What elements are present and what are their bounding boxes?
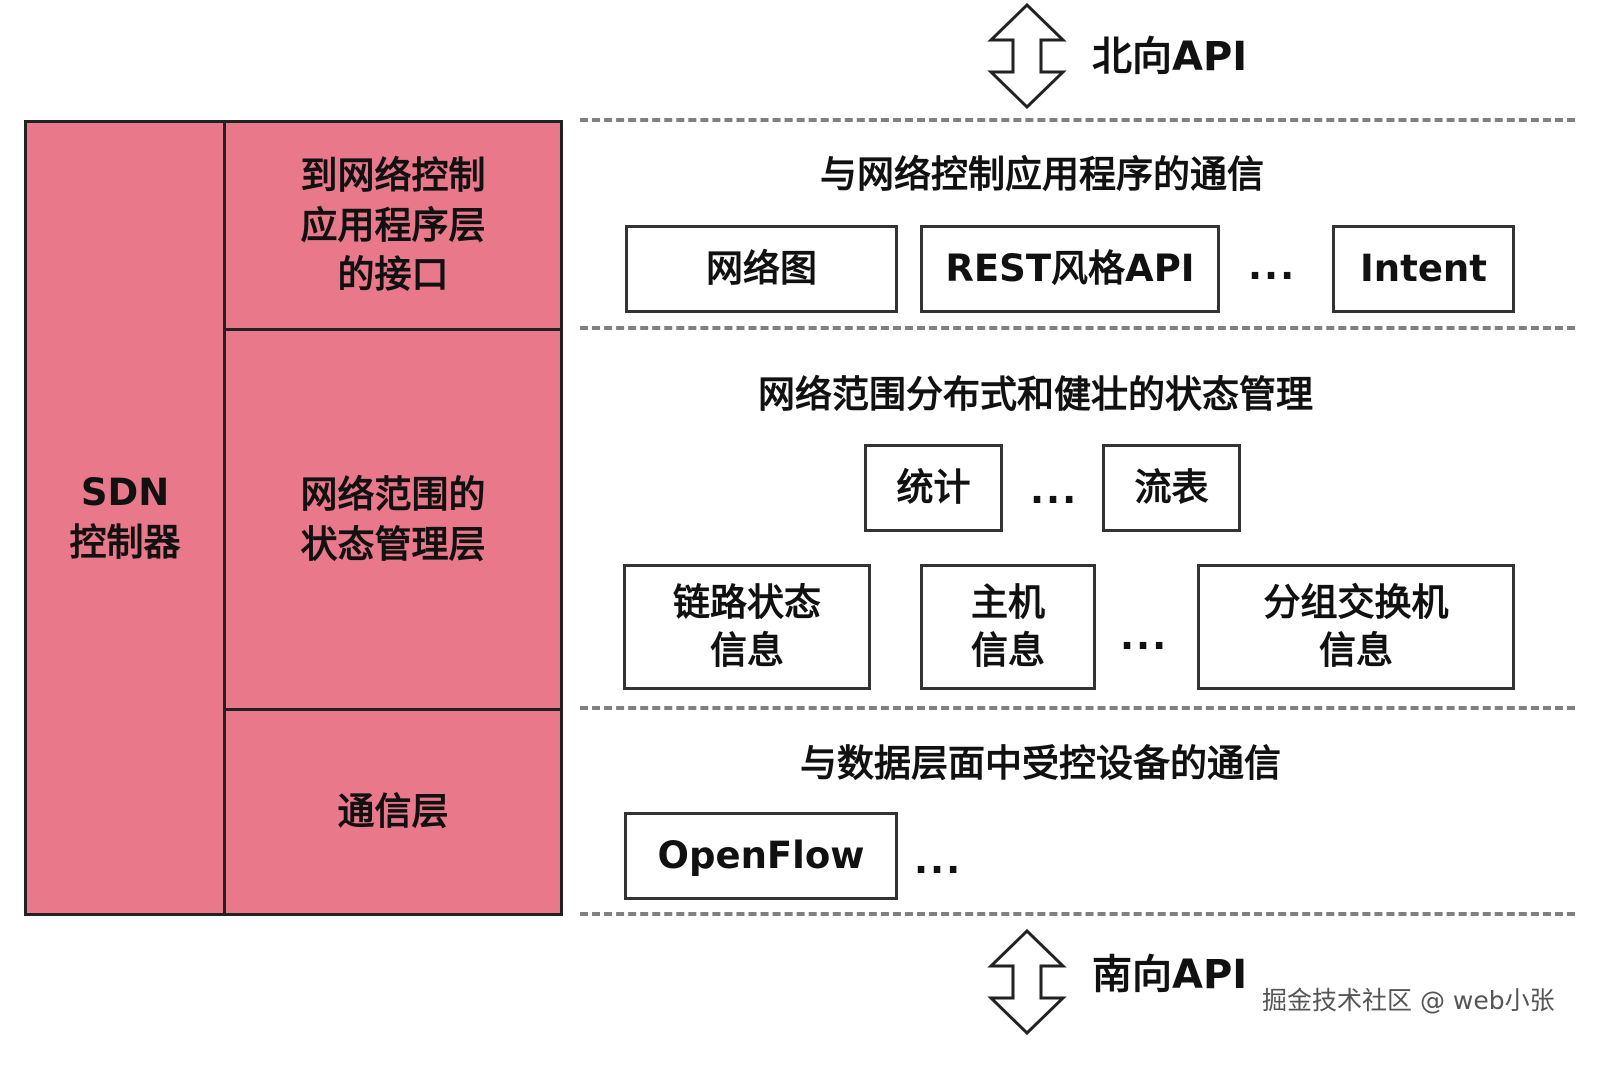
link-state-info-line2: 信息 bbox=[710, 629, 784, 672]
layer-interface-line3: 的接口 bbox=[337, 253, 449, 297]
layer-state-line2: 状态管理层 bbox=[300, 522, 486, 566]
statistics-label: 统计 bbox=[896, 465, 971, 509]
sdn-controller-title-line2: 控制器 bbox=[69, 521, 181, 564]
separator-bottom bbox=[580, 912, 1575, 916]
state-mgmt-title: 网络范围分布式和健壮的状态管理 bbox=[758, 373, 1313, 416]
layer-state-line1: 网络范围的 bbox=[300, 472, 486, 516]
rest-api-box: REST风格API bbox=[920, 225, 1220, 313]
packet-switch-info-line1: 分组交换机 bbox=[1263, 580, 1449, 624]
host-info-line1: 主机 bbox=[971, 580, 1045, 624]
packet-switch-info-line2: 信息 bbox=[1319, 629, 1393, 672]
intent-label: Intent bbox=[1360, 246, 1487, 290]
openflow-label: OpenFlow bbox=[657, 833, 865, 877]
layer-interface: 到网络控制 应用程序层 的接口 bbox=[223, 120, 563, 331]
layer-communication: 通信层 bbox=[223, 708, 563, 916]
app-comm-ellipsis: ... bbox=[1248, 245, 1297, 288]
sdn-controller-title: SDN 控制器 bbox=[70, 468, 181, 568]
flow-table-label: 流表 bbox=[1134, 465, 1209, 509]
state-row2-ellipsis: ... bbox=[1120, 615, 1169, 658]
south-api-label: 南向API bbox=[1092, 952, 1248, 998]
layer-interface-label: 到网络控制 应用程序层 的接口 bbox=[301, 151, 486, 301]
layer-interface-line2: 应用程序层 bbox=[300, 203, 486, 247]
rest-api-label: REST风格API bbox=[945, 246, 1195, 290]
sdn-controller-block: SDN 控制器 bbox=[24, 120, 226, 916]
openflow-box: OpenFlow bbox=[624, 812, 898, 900]
intent-box: Intent bbox=[1332, 225, 1515, 313]
host-info-box: 主机 信息 bbox=[920, 564, 1096, 690]
sdn-controller-title-line1: SDN bbox=[80, 471, 170, 515]
device-comm-title: 与数据层面中受控设备的通信 bbox=[800, 742, 1281, 785]
statistics-box: 统计 bbox=[864, 444, 1003, 532]
host-info-line2: 信息 bbox=[971, 629, 1045, 672]
south-api-arrow-icon bbox=[987, 928, 1067, 1036]
layer-communication-label: 通信层 bbox=[338, 787, 449, 837]
layer-state-management: 网络范围的 状态管理层 bbox=[223, 328, 563, 711]
separator-top bbox=[580, 118, 1575, 122]
device-comm-ellipsis: ... bbox=[914, 839, 963, 882]
app-comm-title: 与网络控制应用程序的通信 bbox=[820, 153, 1264, 196]
link-state-info-line1: 链路状态 bbox=[673, 580, 821, 624]
layer-communication-line1: 通信层 bbox=[337, 790, 449, 834]
layer-state-management-label: 网络范围的 状态管理层 bbox=[301, 470, 486, 570]
separator-app-state bbox=[580, 326, 1575, 330]
flow-table-box: 流表 bbox=[1102, 444, 1241, 532]
layer-interface-line1: 到网络控制 bbox=[300, 153, 486, 197]
north-api-label: 北向API bbox=[1092, 34, 1248, 80]
link-state-info-box: 链路状态 信息 bbox=[623, 564, 871, 690]
separator-state-comm bbox=[580, 706, 1575, 710]
watermark: 掘金技术社区 @ web小张 bbox=[1262, 986, 1555, 1015]
north-api-arrow-icon bbox=[987, 2, 1067, 110]
network-graph-box: 网络图 bbox=[625, 225, 898, 313]
packet-switch-info-box: 分组交换机 信息 bbox=[1197, 564, 1515, 690]
state-row1-ellipsis: ... bbox=[1030, 469, 1079, 512]
network-graph-label: 网络图 bbox=[706, 246, 817, 290]
